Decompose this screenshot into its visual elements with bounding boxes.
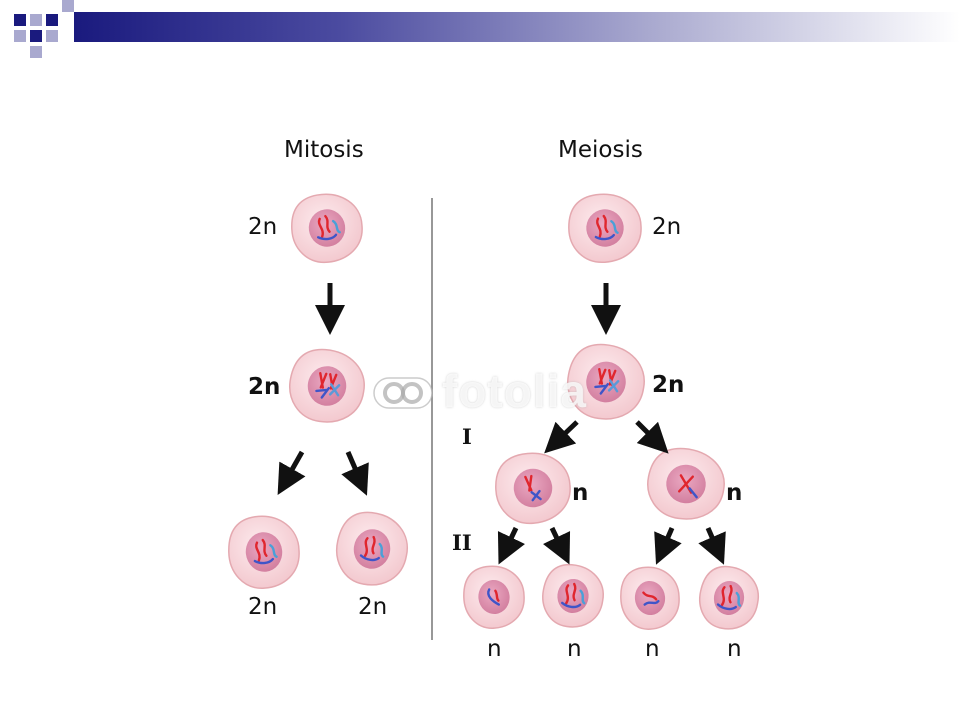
- chromosome: [261, 538, 268, 557]
- header-square: [46, 14, 58, 26]
- chromosome: [269, 544, 278, 558]
- header-square: [30, 30, 42, 42]
- ploidy-meiosis-final-1: n: [487, 636, 502, 662]
- watermark-logo-icon: [373, 377, 433, 409]
- header-square: [30, 14, 42, 26]
- cell-meiosis-final-1: [463, 565, 525, 629]
- stage-label-meiosis-ii: II: [452, 530, 472, 555]
- arrow-meiosis-i-right: [635, 420, 669, 454]
- arrows: [277, 283, 726, 565]
- chromosome: [735, 591, 742, 607]
- chromosome: [320, 386, 330, 399]
- chromosome: [610, 220, 619, 234]
- title-mitosis: Mitosis: [284, 137, 364, 163]
- chromosome: [677, 475, 695, 493]
- cell-meiosis-i-left: [495, 452, 571, 525]
- cell-meiosis-final-2: [542, 563, 604, 628]
- cell-meiosis-final-3: [620, 566, 680, 630]
- chromosome: [594, 233, 615, 241]
- header-gradient-bar: [74, 12, 960, 42]
- ploidy-mitosis-daughter-1: 2n: [248, 594, 278, 620]
- chromosome: [317, 233, 338, 241]
- chromosome: [643, 599, 660, 606]
- arrow-meiosis-ii-4: [698, 527, 726, 565]
- arrow-mitosis-left: [277, 450, 306, 496]
- chromosome: [642, 591, 658, 601]
- cell-meiosis-parent: [568, 193, 642, 263]
- chromosome: [599, 382, 609, 395]
- cell-mitosis-daughter-2: [336, 511, 409, 586]
- chromosome: [688, 487, 698, 499]
- ploidy-mitosis-mid: 2n: [248, 374, 281, 400]
- nucleus: [478, 579, 510, 615]
- chromosome: [598, 368, 607, 385]
- chromosome: [561, 601, 582, 609]
- chromosome: [528, 474, 533, 492]
- header-square: [14, 14, 26, 26]
- cell-mitosis-parent: [291, 193, 363, 263]
- ploidy-mitosis-daughter-2: 2n: [358, 594, 388, 620]
- chromosome: [594, 384, 607, 389]
- chromosome: [371, 535, 376, 555]
- chromosome: [324, 214, 331, 233]
- chromosome: [319, 372, 328, 389]
- header-square: [62, 0, 74, 12]
- ploidy-meiosis-i-left: n: [572, 480, 589, 506]
- nucleus: [513, 468, 553, 508]
- chromosome: [487, 588, 501, 606]
- chromosome: [579, 589, 586, 605]
- title-meiosis: Meiosis: [558, 137, 643, 163]
- chromosome: [564, 584, 570, 605]
- ploidy-meiosis-i-right: n: [726, 480, 743, 506]
- chromosome: [317, 217, 324, 238]
- chromosome: [494, 589, 500, 602]
- chromosome: [253, 557, 274, 565]
- cell-meiosis-mid: [567, 343, 645, 420]
- chromosome: [716, 603, 738, 611]
- ploidy-mitosis-parent: 2n: [248, 214, 278, 240]
- cell-meiosis-final-4: [699, 565, 760, 630]
- stage-label-meiosis-i: I: [462, 424, 472, 449]
- arrow-meiosis-ii-2: [542, 526, 571, 565]
- cell-mitosis-mid: [289, 348, 365, 423]
- cell-mitosis-daughter-1: [228, 515, 300, 589]
- chromosome: [328, 384, 341, 396]
- chromosome: [602, 214, 609, 233]
- nucleus: [634, 580, 666, 616]
- arrow-meiosis-ii-1: [497, 526, 526, 565]
- chromosome: [531, 489, 541, 502]
- chromosome: [596, 217, 602, 238]
- chromosome: [728, 584, 733, 604]
- chromosome: [720, 586, 726, 607]
- header-square: [46, 30, 58, 42]
- header-square: [30, 46, 42, 58]
- ploidy-meiosis-final-2: n: [567, 636, 582, 662]
- chromosome: [363, 537, 369, 558]
- ploidy-meiosis-mid: 2n: [652, 372, 685, 398]
- chromosome: [359, 554, 381, 562]
- chromosome: [572, 582, 577, 602]
- arrow-meiosis-ii-3: [654, 527, 682, 565]
- chromosome: [331, 219, 341, 234]
- cell-meiosis-i-right: [647, 447, 725, 520]
- arrow-meiosis-i-left: [544, 420, 579, 454]
- arrow-mitosis-right: [341, 451, 369, 496]
- chromosome: [255, 541, 261, 562]
- watermark-text: fotolia: [442, 365, 587, 417]
- ploidy-meiosis-final-4: n: [727, 636, 742, 662]
- header-square: [14, 30, 26, 42]
- ploidy-meiosis-final-3: n: [645, 636, 660, 662]
- chromosome: [315, 388, 328, 393]
- chromosome: [607, 380, 620, 392]
- chromosome: [378, 542, 385, 558]
- ploidy-meiosis-parent: 2n: [652, 214, 682, 240]
